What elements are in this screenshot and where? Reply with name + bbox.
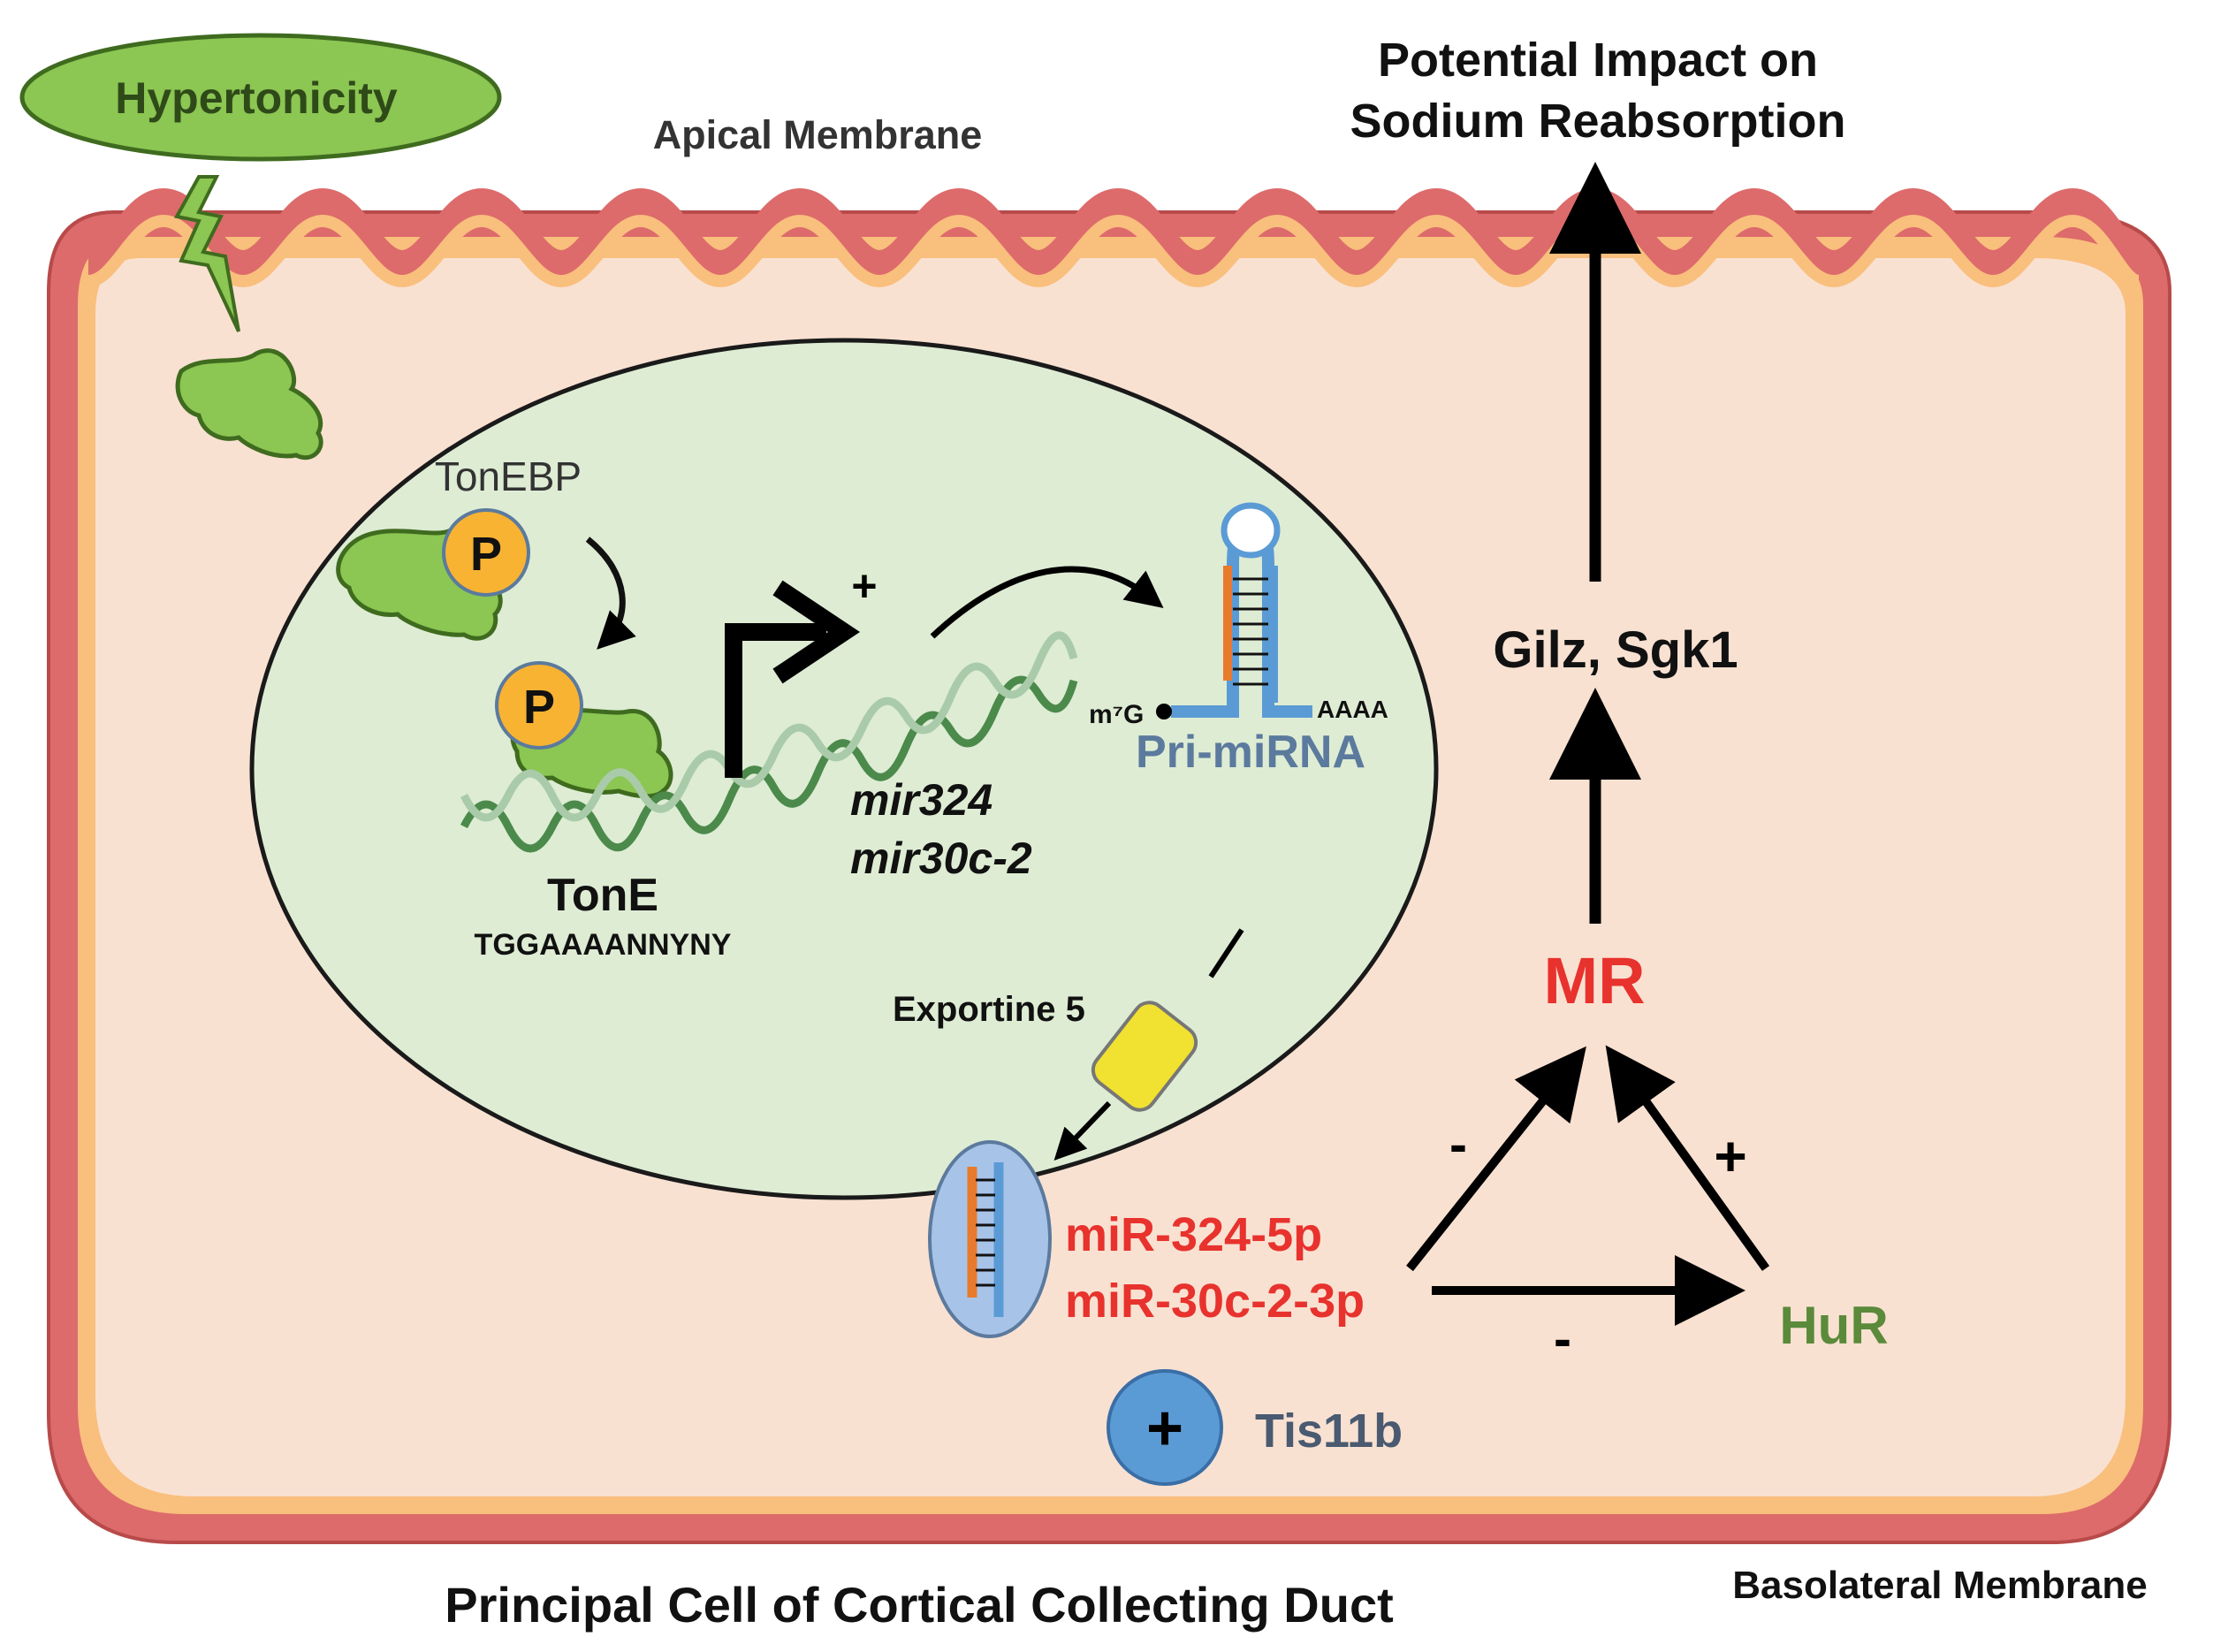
nucleus <box>249 338 1439 1200</box>
tonebp-label: TonEBP <box>435 453 582 499</box>
basolateral-membrane-label: Basolateral Membrane <box>1732 1564 2148 1607</box>
arrow-hur-to-mr <box>1605 1045 1770 1271</box>
gene-label-mir30c-2: mir30c-2 <box>850 834 1032 883</box>
dna-helix <box>460 631 1078 853</box>
impact-label-line1: Potential Impact on <box>1378 34 1818 87</box>
phospho-circle-2 <box>495 661 583 750</box>
transcription-arrow <box>930 566 1164 639</box>
cap-label: m⁷G <box>1089 700 1144 729</box>
hur-label: HuR <box>1779 1296 1888 1355</box>
sign-mirna-to-hur: - <box>1554 1309 1571 1368</box>
lightning-icon <box>173 175 240 332</box>
cap-dot <box>1156 704 1172 719</box>
sign-mirna-to-mr: - <box>1449 1115 1467 1174</box>
tis11b-label: Tis11b <box>1255 1405 1403 1458</box>
transcription-start-arrow <box>725 623 826 778</box>
exportin-label: Exportine 5 <box>893 990 1085 1029</box>
hypertonicity-label: Hypertonicity <box>115 73 398 123</box>
sign-hur-to-mr: + <box>1714 1124 1746 1188</box>
gene-label-mir324: mir324 <box>850 775 993 825</box>
hypertonicity-ellipse <box>19 33 502 162</box>
mirna-label-30c: miR-30c-2-3p <box>1065 1275 1365 1328</box>
mr-label: MR <box>1543 944 1645 1017</box>
pri-mirna-label: Pri-miRNA <box>1136 727 1365 778</box>
exportin-channel <box>1053 928 1244 1161</box>
cell-title: Principal Cell of Cortical Collecting Du… <box>445 1577 1394 1633</box>
targets-label: Gilz, Sgk1 <box>1493 621 1738 679</box>
arrow-mirna-to-mr <box>1406 1046 1586 1272</box>
pri-mirna-hairpin <box>1156 502 1312 719</box>
phospho-label-1: P <box>470 528 502 581</box>
tone-sequence-label: TGGAAAANNYNY <box>475 928 732 962</box>
polya-label: AAAA <box>1317 696 1388 723</box>
activation-plus: + <box>851 561 877 611</box>
tis11b-plus: + <box>1146 1393 1183 1464</box>
impact-label-line2: Sodium Reabsorption <box>1350 95 1845 148</box>
mature-mirna-vesicle <box>928 1140 1052 1338</box>
phospho-label-2: P <box>523 681 555 734</box>
phospho-circle-1 <box>442 508 530 597</box>
apical-microvilli-inner <box>87 215 2141 287</box>
apical-microvilli <box>85 188 2144 280</box>
mirna-label-324: miR-324-5p <box>1065 1208 1322 1261</box>
tonebp-cytoplasmic-protein <box>175 348 323 461</box>
apical-membrane-label: Apical Membrane <box>653 112 983 157</box>
tis11b-circle <box>1107 1369 1223 1486</box>
transcription-arrowhead <box>772 580 861 684</box>
hypertonicity-stimulus: Hypertonicity <box>19 33 502 332</box>
tone-label: TonE <box>547 870 658 921</box>
translocation-arrow <box>585 537 636 650</box>
